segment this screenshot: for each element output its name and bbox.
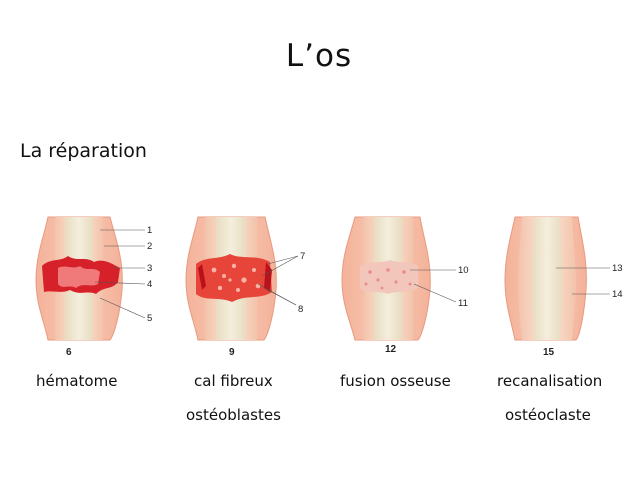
callout-10: 10 — [458, 265, 469, 276]
callout-7: 7 — [300, 251, 305, 262]
page-title: L’os — [285, 38, 353, 74]
section-subtitle: La réparation — [20, 140, 147, 162]
stage-number: 15 — [543, 347, 555, 358]
bony-callus — [360, 260, 418, 294]
callout-4: 4 — [147, 279, 152, 290]
stage-number: 6 — [66, 347, 72, 358]
caption-hematome: hématome — [36, 372, 118, 390]
stage-fusion-osseuse: 10 11 12 — [341, 216, 469, 355]
callout-8: 8 — [298, 304, 303, 315]
caption-recanalisation: recanalisation — [497, 372, 603, 390]
callout-5: 5 — [147, 313, 152, 324]
caption-cal-fibreux: cal fibreux — [194, 372, 273, 390]
callout-2: 2 — [147, 241, 152, 252]
callout-3: 3 — [147, 263, 152, 274]
fibrous-callus — [196, 254, 272, 302]
stage-number: 12 — [385, 344, 397, 355]
stage-recanalisation: 13 14 15 — [504, 216, 623, 358]
caption-osteoclaste: ostéoclaste — [505, 406, 591, 424]
bony-callus-texture — [364, 268, 412, 290]
marrow-cavity — [532, 217, 562, 340]
caption-osteoblastes: ostéoblastes — [186, 406, 281, 424]
hematoma-core — [58, 266, 100, 288]
caption-fusion-osseuse: fusion osseuse — [340, 372, 451, 390]
callout-1: 1 — [147, 225, 152, 236]
stage-number: 9 — [229, 347, 235, 358]
callout-11: 11 — [458, 298, 468, 309]
callus-texture — [211, 263, 261, 292]
stage-hematome: 1 2 3 4 5 6 — [35, 216, 152, 358]
callout-14: 14 — [612, 289, 623, 300]
stage-cal-fibreux: 7 8 9 — [185, 216, 305, 358]
callout-13: 13 — [612, 263, 623, 274]
